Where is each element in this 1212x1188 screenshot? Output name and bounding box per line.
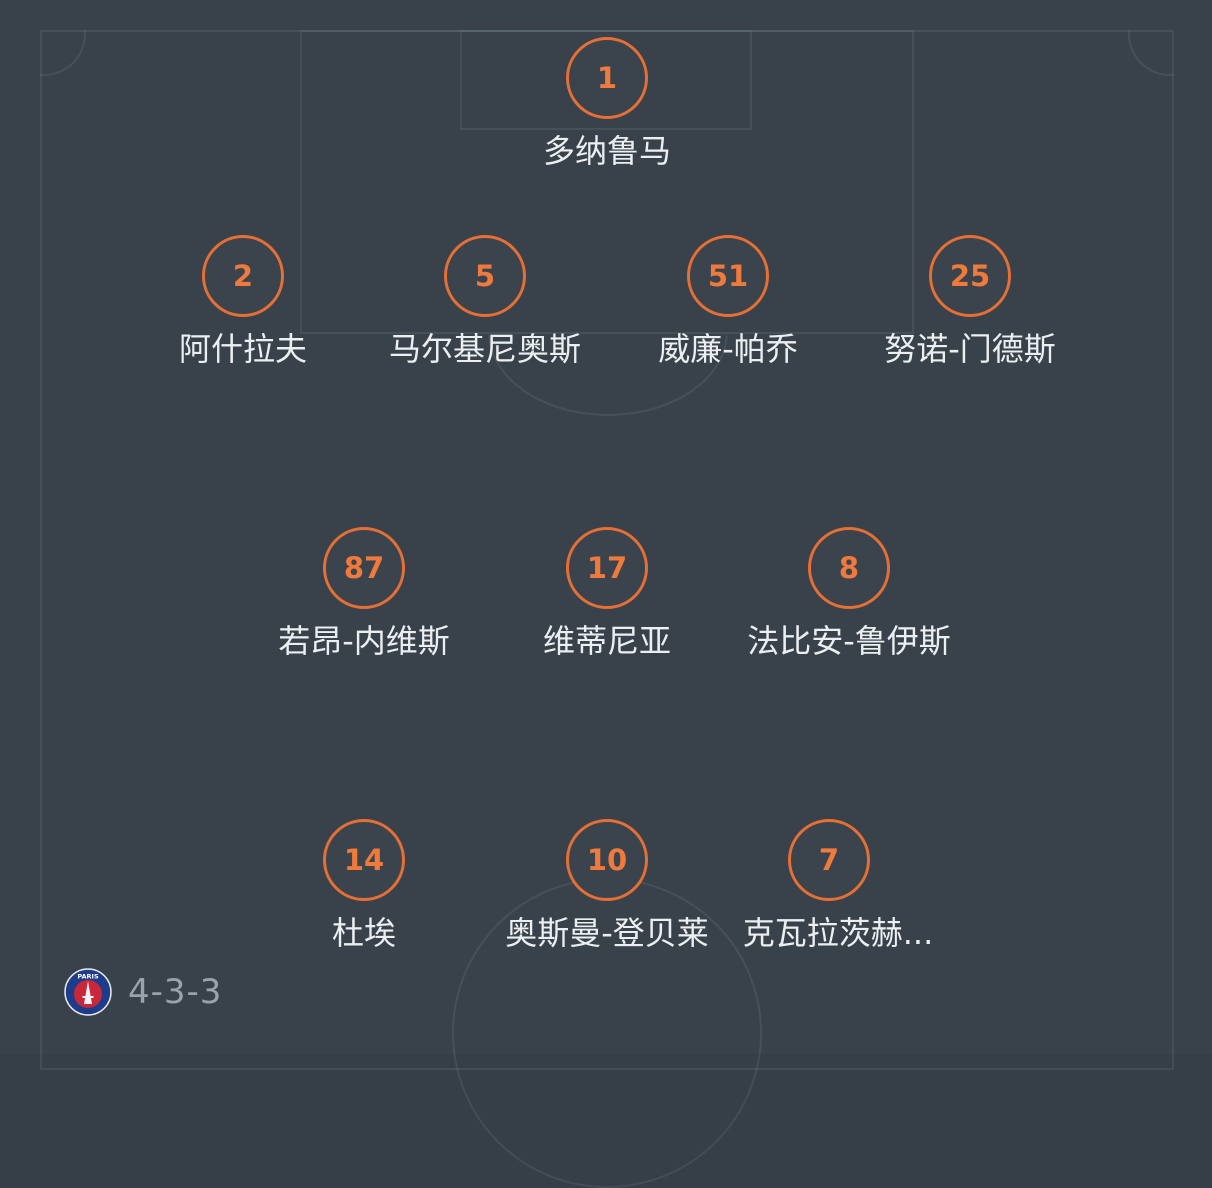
player-midfielder-3[interactable]: 8 法比安-鲁伊斯 <box>729 527 969 661</box>
player-name: 奥斯曼-登贝莱 <box>505 914 709 952</box>
player-number-badge: 7 <box>788 819 870 901</box>
player-number-badge: 25 <box>929 235 1011 317</box>
player-forward-2[interactable]: 10 奥斯曼-登贝莱 <box>487 819 727 953</box>
player-defender-4[interactable]: 25 努诺-门德斯 <box>850 235 1090 369</box>
player-name: 威廉-帕乔 <box>658 330 798 368</box>
player-number-badge: 87 <box>323 527 405 609</box>
player-name: 法比安-鲁伊斯 <box>747 622 951 660</box>
player-number-badge: 17 <box>566 527 648 609</box>
player-number-badge: 51 <box>687 235 769 317</box>
player-name: 杜埃 <box>331 914 396 952</box>
pitch: 1 多纳鲁马 2 阿什拉夫 5 马尔基尼奥斯 51 威廉-帕乔 25 努诺-门德… <box>39 29 1175 1188</box>
player-name: 马尔基尼奥斯 <box>388 330 581 368</box>
psg-crest-icon: PARIS <box>64 968 112 1016</box>
player-midfielder-2[interactable]: 17 维蒂尼亚 <box>487 527 727 661</box>
player-defender-3[interactable]: 51 威廉-帕乔 <box>608 235 848 369</box>
player-defender-2[interactable]: 5 马尔基尼奥斯 <box>365 235 605 369</box>
goal-area <box>460 30 752 130</box>
player-name: 阿什拉夫 <box>178 330 307 368</box>
player-number-badge: 2 <box>202 235 284 317</box>
player-forward-3[interactable]: 7 克瓦拉茨赫... <box>718 819 958 953</box>
player-number-badge: 10 <box>566 819 648 901</box>
player-defender-1[interactable]: 2 阿什拉夫 <box>123 235 363 369</box>
player-name: 维蒂尼亚 <box>542 622 671 660</box>
player-forward-1[interactable]: 14 杜埃 <box>244 819 484 953</box>
player-number-badge: 5 <box>444 235 526 317</box>
player-number-badge: 14 <box>323 819 405 901</box>
player-number-badge: 1 <box>566 37 648 119</box>
player-name: 努诺-门德斯 <box>884 330 1056 368</box>
player-midfielder-1[interactable]: 87 若昂-内维斯 <box>244 527 484 661</box>
player-name: 若昂-内维斯 <box>278 622 450 660</box>
player-name: 多纳鲁马 <box>542 132 671 170</box>
corner-arc-right <box>1128 29 1175 76</box>
player-name: 克瓦拉茨赫... <box>742 914 934 952</box>
crest-text: PARIS <box>77 973 99 981</box>
penalty-area <box>300 30 914 334</box>
formation-label: 4-3-3 <box>128 972 223 1012</box>
player-goalkeeper[interactable]: 1 多纳鲁马 <box>487 37 727 171</box>
formation-bar: PARIS 4-3-3 <box>64 966 222 1018</box>
player-number-badge: 8 <box>808 527 890 609</box>
